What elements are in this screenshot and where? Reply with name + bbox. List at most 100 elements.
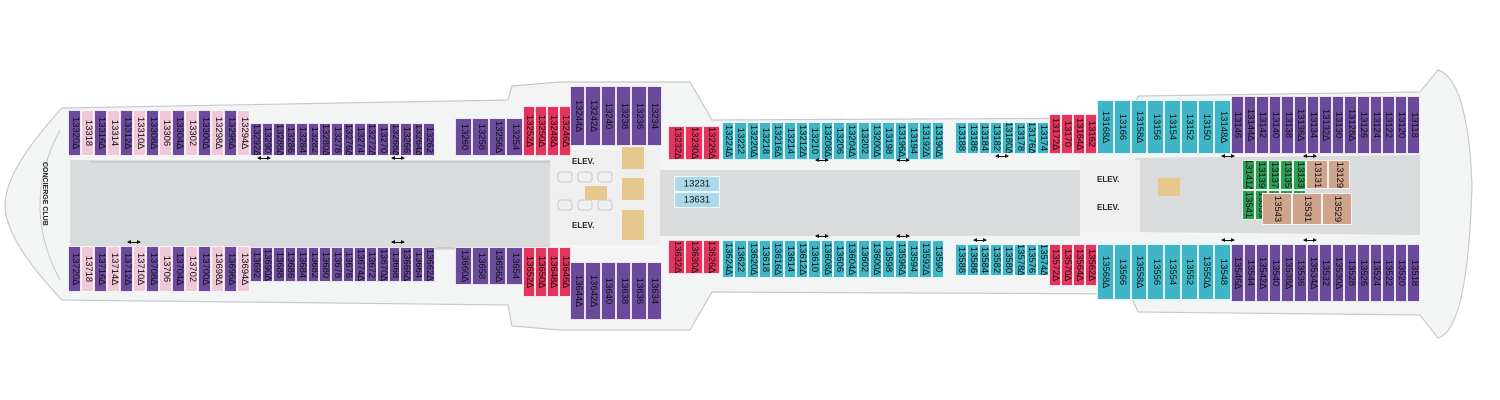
cabin-13720[interactable]: 13720∆ — [68, 246, 81, 292]
cabin-13536[interactable]: 13536 — [1294, 244, 1307, 302]
cabin-13552[interactable]: 13552 — [1180, 244, 1198, 300]
cabin-13568[interactable]: 13568∆ — [1097, 244, 1114, 300]
cabin-13678[interactable]: 13678 — [330, 247, 343, 282]
cabin-13604[interactable]: 13604∆ — [845, 240, 858, 278]
cabin-13648[interactable]: 13648∆ — [547, 247, 559, 297]
cabin-13710[interactable]: 13710∆ — [133, 246, 146, 292]
cabin-13588[interactable]: 13588 — [955, 244, 967, 276]
cabin-13576[interactable]: 13576 — [1025, 244, 1038, 276]
cabin-13290[interactable]: 13290 — [261, 123, 274, 156]
cabin-13204[interactable]: 13204∆ — [845, 122, 858, 160]
cabin-13192[interactable]: 13192∆ — [919, 122, 932, 160]
cabin-13690[interactable]: 13690∆ — [261, 247, 274, 282]
cabin-13182[interactable]: 13182 — [990, 122, 1002, 154]
cabin-13244[interactable]: 13244∆ — [570, 86, 586, 146]
cabin-13274[interactable]: 13274 — [354, 123, 366, 156]
cabin-13234[interactable]: 13234 — [646, 86, 662, 146]
cabin-13632[interactable]: 13632∆ — [668, 240, 686, 274]
cabin-13148[interactable]: 13148∆ — [1214, 100, 1231, 154]
cabin-13152[interactable]: 13152 — [1180, 100, 1198, 154]
cabin-13616[interactable]: 13616∆ — [771, 240, 784, 278]
cabin-13270[interactable]: 13270 — [377, 123, 389, 156]
cabin-13686[interactable]: 13686 — [284, 247, 297, 282]
cabin-13682[interactable]: 13682 — [307, 247, 320, 282]
cabin-13131[interactable]: 13131 — [1306, 160, 1328, 190]
cabin-13294[interactable]: 13294∆ — [237, 110, 250, 156]
cabin-13688[interactable]: 13688 — [273, 247, 285, 282]
cabin-13226[interactable]: 13226∆ — [702, 126, 720, 160]
cabin-13574[interactable]: 13574∆ — [1037, 244, 1049, 276]
cabin-13610[interactable]: 13610 — [808, 240, 821, 278]
cabin-13320[interactable]: 13320∆ — [68, 110, 81, 156]
cabin-13178[interactable]: 13178 — [1013, 122, 1026, 154]
cabin-13672[interactable]: 13672 — [365, 247, 378, 282]
cabin-13634[interactable]: 13634 — [646, 262, 662, 320]
cabin-13538[interactable]: 13538∆ — [1281, 244, 1294, 302]
cabin-13126[interactable]: 13126 — [1357, 96, 1370, 154]
cabin-13196[interactable]: 13196∆ — [894, 122, 907, 160]
cabin-13640[interactable]: 13640 — [600, 262, 616, 320]
cabin-13698[interactable]: 13698∆ — [211, 246, 224, 292]
cabin-13566[interactable]: 13566 — [1113, 244, 1131, 300]
cabin-13140[interactable]: 13140 — [1268, 96, 1282, 154]
cabin-13280[interactable]: 13280∆ — [319, 123, 331, 156]
cabin-13282[interactable]: 13282 — [307, 123, 320, 156]
cabin-13546[interactable]: 13546∆ — [1231, 244, 1244, 302]
cabin-13162[interactable]: 13162 — [1085, 114, 1097, 154]
cabin-13520[interactable]: 13520 — [1394, 244, 1408, 302]
cabin-13231[interactable]: 13231 — [674, 176, 720, 192]
cabin-13248[interactable]: 13248∆ — [547, 106, 559, 156]
cabin-13542[interactable]: 13542∆ — [1256, 244, 1269, 302]
cabin-13624[interactable]: 13624∆ — [722, 240, 735, 278]
cabin-13164[interactable]: 13164∆ — [1073, 114, 1085, 154]
cabin-13304[interactable]: 13304∆ — [172, 110, 185, 156]
cabin-13194[interactable]: 13194 — [907, 122, 920, 160]
cabin-13266[interactable]: 13266 — [400, 123, 412, 156]
cabin-13130[interactable]: 13130 — [1331, 96, 1345, 154]
cabin-13676[interactable]: 13676 — [342, 247, 355, 282]
cabin-13138[interactable]: 13138 — [1281, 96, 1294, 154]
cabin-13558[interactable]: 13558∆ — [1130, 244, 1148, 300]
cabin-13214[interactable]: 13214 — [783, 122, 796, 160]
cabin-13618[interactable]: 13618 — [759, 240, 772, 278]
cabin-13596[interactable]: 13596∆ — [894, 240, 907, 278]
cabin-13704[interactable]: 13704∆ — [172, 246, 185, 292]
cabin-13592[interactable]: 13592∆ — [919, 240, 932, 278]
cabin-13630[interactable]: 13630∆ — [685, 240, 703, 274]
cabin-13550[interactable]: 13550∆ — [1197, 244, 1215, 300]
cabin-13694[interactable]: 13694∆ — [237, 246, 250, 292]
cabin-13262[interactable]: 13262 — [423, 123, 435, 156]
cabin-13622[interactable]: 13622 — [734, 240, 747, 278]
cabin-13129[interactable]: 13129 — [1328, 160, 1350, 190]
cabin-13186[interactable]: 13186 — [966, 122, 979, 154]
cabin-13534[interactable]: 13534∆ — [1306, 244, 1320, 302]
cabin-13242[interactable]: 13242∆ — [585, 86, 601, 146]
cabin-13684[interactable]: 13684 — [296, 247, 308, 282]
cabin-13260[interactable]: 13260 — [455, 118, 472, 156]
cabin-13128[interactable]: 13128∆ — [1344, 96, 1357, 154]
cabin-13522[interactable]: 13522 — [1382, 244, 1395, 302]
cabin-13150[interactable]: 13150 — [1197, 100, 1215, 154]
cabin-13254[interactable]: 13254 — [506, 118, 523, 156]
cabin-13612[interactable]: 13612∆ — [796, 240, 809, 278]
cabin-13296[interactable]: 13296∆ — [224, 110, 237, 156]
cabin-13658[interactable]: 13658 — [472, 247, 489, 285]
cabin-13718[interactable]: 13718 — [81, 246, 94, 292]
cabin-13582[interactable]: 13582 — [990, 244, 1002, 276]
cabin-13168[interactable]: 13168∆ — [1097, 100, 1114, 154]
cabin-13276[interactable]: 13276∆ — [342, 123, 355, 156]
cabin-13674[interactable]: 13674∆ — [354, 247, 366, 282]
cabin-13524[interactable]: 13524 — [1369, 244, 1383, 302]
cabin-13692[interactable]: 13692 — [250, 247, 262, 282]
cabin-13670[interactable]: 13670∆ — [377, 247, 389, 282]
cabin-13638[interactable]: 13638 — [616, 262, 632, 320]
cabin-13650[interactable]: 13650∆ — [535, 247, 547, 297]
cabin-13256[interactable]: 13256∆ — [489, 118, 506, 156]
cabin-13137[interactable]: 13137 — [1267, 160, 1281, 190]
cabin-13132[interactable]: 13132∆ — [1319, 96, 1332, 154]
cabin-13636[interactable]: 13636 — [631, 262, 647, 320]
cabin-13626[interactable]: 13626∆ — [702, 240, 720, 274]
cabin-13314[interactable]: 13314 — [107, 110, 120, 156]
cabin-13288[interactable]: 13288∆ — [273, 123, 285, 156]
cabin-13543[interactable]: 13543 — [1262, 192, 1292, 225]
